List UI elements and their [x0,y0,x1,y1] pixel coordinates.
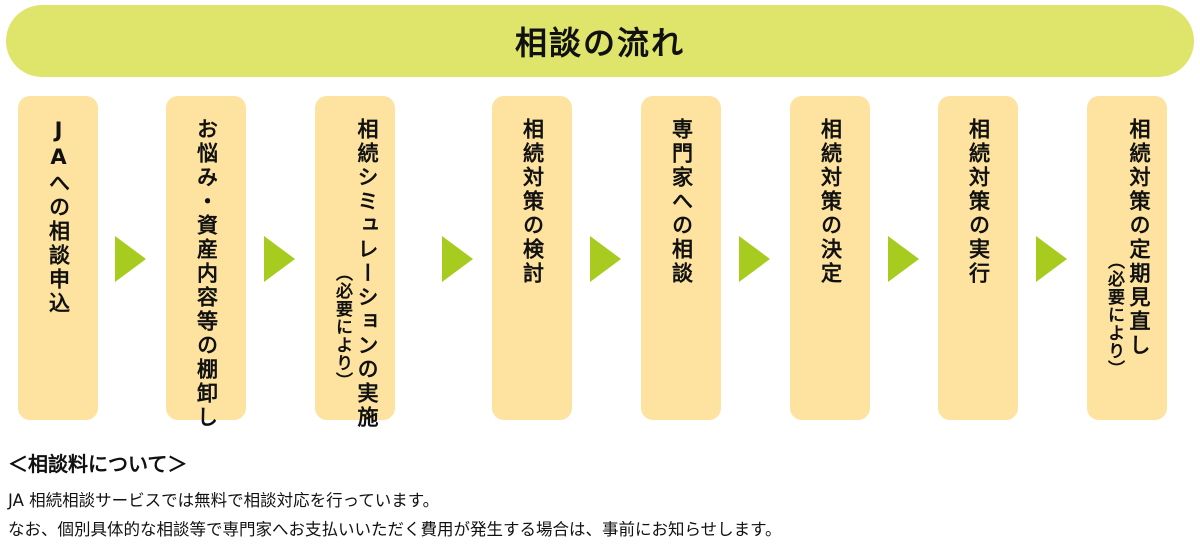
step-7-label: 相続対策の実行 [966,118,991,286]
page-title: 相談の流れ [514,24,685,62]
step-7-box: 相続対策の実行 [938,96,1018,420]
arrow-right-icon [888,236,919,282]
fee-heading: ＜相談料について＞ [8,452,188,476]
step-5-box: 専門家への相談 [641,96,721,420]
step-8-label: 相続対策の定期見直し [1127,118,1151,358]
arrow-right-icon [442,236,473,282]
fee-description-line-2: なお、個別具体的な相談等で専門家へお支払いいただく費用が発生する場合は、事前にお… [8,520,782,539]
step-2-box: お悩み・資産内容等の棚卸し [166,96,246,430]
step-5-label: 専門家への相談 [669,118,694,286]
step-4-box: 相続対策の検討 [492,96,572,420]
step-1-box: JAへの相談申込 [18,96,98,420]
step-2-label: お悩み・資産内容等の棚卸し [194,118,219,430]
title-banner: 相談の流れ [6,5,1194,77]
arrow-right-icon [1036,236,1067,282]
step-8-note: （必要により） [1104,252,1124,378]
step-6-label: 相続対策の決定 [818,118,843,286]
step-6-box: 相続対策の決定 [790,96,870,420]
step-3-label: 相続シミュレーションの実施 [355,118,379,430]
fee-description-line-1: JA 相続相談サービスでは無料で相談対応を行っています。 [8,491,440,510]
step-4-label: 相続対策の検討 [520,118,545,286]
arrow-right-icon [590,236,621,282]
step-3-box: 相続シミュレーションの実施 （必要により） [315,96,395,430]
arrow-right-icon [264,236,295,282]
step-1-label: JAへの相談申込 [46,118,71,316]
arrow-right-icon [115,236,146,282]
arrow-right-icon [739,236,770,282]
step-3-note: （必要により） [332,264,352,390]
step-8-box: 相続対策の定期見直し （必要により） [1087,96,1167,420]
